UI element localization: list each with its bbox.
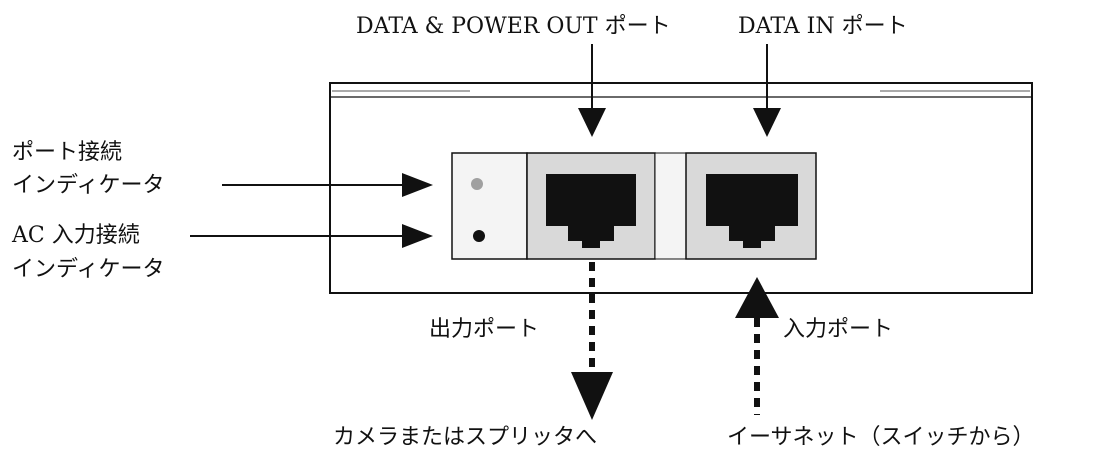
label-ac-connection-line1: AC 入力接続 [12, 223, 140, 248]
label-port-connection-line1: ポート接続 [12, 140, 123, 165]
rj45-jack-in [706, 174, 798, 248]
arrow-output-to-camera [571, 262, 613, 420]
arrow-to-out-port [578, 44, 606, 137]
label-input-port: 入力ポート [783, 317, 894, 342]
data-in-port [685, 152, 817, 260]
label-to-camera-or-splitter: カメラまたはスプリッタへ [333, 425, 598, 450]
arrow-port-indicator [222, 173, 433, 197]
rj45-jack-out [546, 174, 636, 248]
label-ac-connection-line2: インディケータ [12, 257, 165, 282]
ac-input-indicator-led [473, 230, 485, 242]
port-separator [654, 152, 687, 260]
label-port-connection-line2: インディケータ [12, 173, 165, 198]
port-connection-indicator-led [471, 178, 483, 190]
label-from-ethernet-switch: イーサネット（スイッチから） [727, 425, 1035, 450]
arrow-ac-indicator [190, 224, 433, 248]
data-power-out-port [526, 152, 656, 260]
indicator-panel [451, 152, 528, 260]
label-data-in-port: DATA IN ポート [738, 14, 908, 39]
arrow-ethernet-to-input [735, 277, 779, 415]
label-data-power-out-port: DATA & POWER OUT ポート [356, 14, 671, 39]
arrow-to-in-port [753, 44, 781, 137]
label-output-port: 出力ポート [429, 317, 540, 342]
